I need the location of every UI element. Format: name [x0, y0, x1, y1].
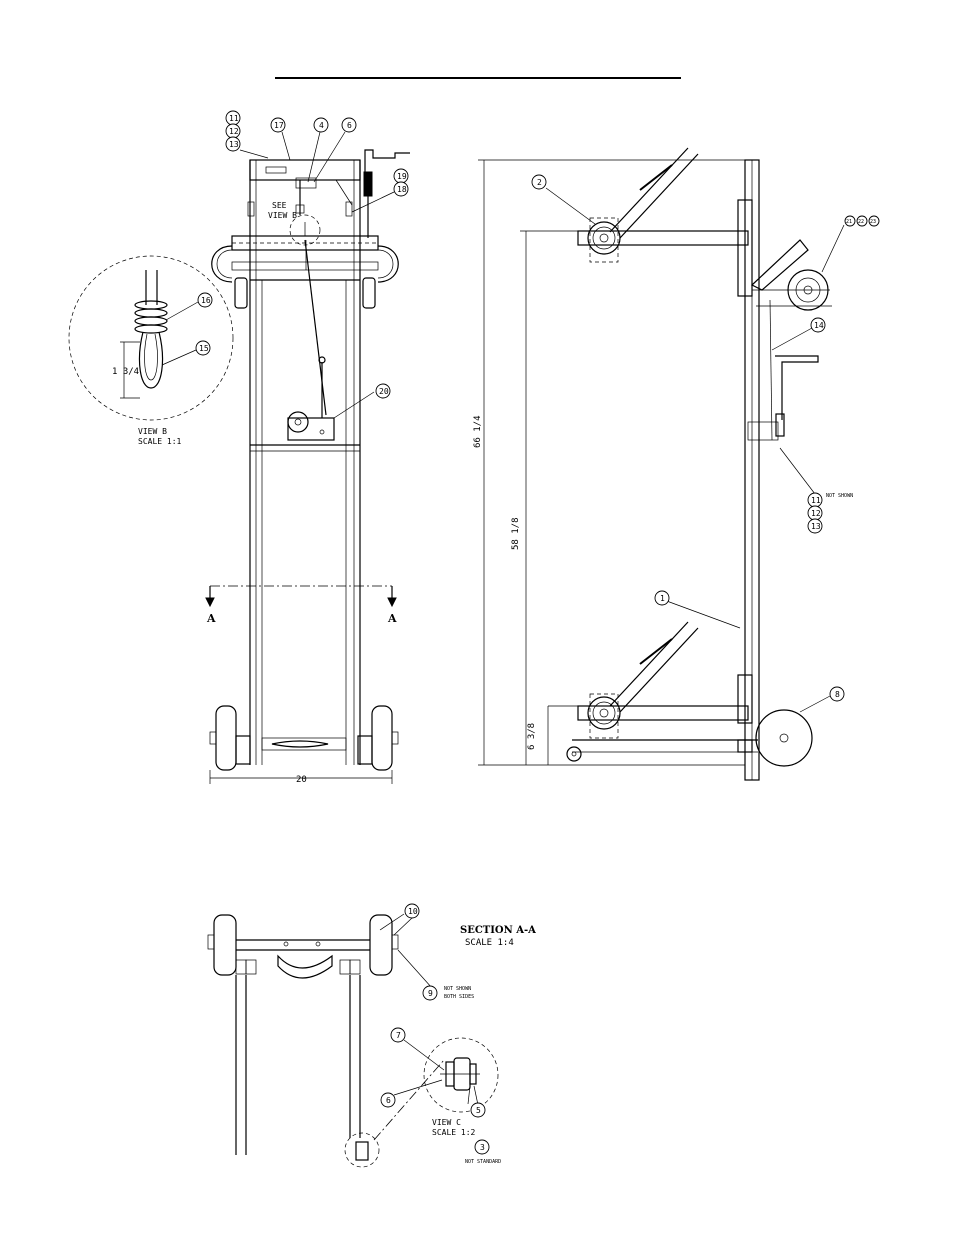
balloon-6-section-label: 6: [386, 1096, 391, 1105]
section-scale: SCALE 1:4: [465, 938, 514, 948]
balloon-14: [810, 317, 826, 333]
balloon-23-label: 23: [870, 219, 876, 225]
see-view-label: SEE: [272, 201, 287, 210]
balloon-17: [270, 117, 286, 133]
overall-height-dimension: 66 1/4: [473, 415, 483, 448]
balloon-7: [390, 1027, 406, 1043]
balloon-23: [868, 215, 880, 227]
side-view: 66 1/4 58 1/8 6 3/8 NOT SHOWN: [473, 147, 853, 781]
view-b-dimension: 1 3/4: [112, 367, 139, 377]
balloon-16: [197, 292, 213, 308]
balloon-11-top-label: 11: [229, 114, 239, 123]
balloon-15: [195, 340, 211, 356]
balloon-22-label: 22: [858, 219, 864, 225]
balloon-5: [470, 1102, 486, 1118]
balloon-18-label: 18: [397, 185, 407, 194]
see-view-label-2: VIEW B: [268, 211, 297, 220]
view-c-scale: SCALE 1:2: [432, 1128, 476, 1137]
lower-height-dimension: 6 3/8: [527, 723, 537, 750]
section-mark-right: A: [387, 612, 397, 625]
section-note-not-shown: NOT SHOWN: [444, 986, 471, 992]
balloon-6-top-label: 6: [347, 121, 352, 130]
balloon-6-section: [380, 1092, 396, 1108]
balloon-5-label: 5: [476, 1106, 481, 1115]
balloon-13-side-label: 13: [811, 522, 821, 531]
upper-height-dimension: 58 1/8: [511, 517, 521, 550]
balloon-20-label: 20: [379, 387, 389, 396]
balloon-3: [474, 1139, 490, 1155]
section-mark-left: A: [206, 612, 216, 625]
balloon-callouts: 11 12 13 17 4 6 19 18 16 15 20 2 21 22 2…: [161, 110, 880, 1155]
balloon-18: [393, 181, 409, 197]
balloon-15-label: 15: [199, 344, 209, 353]
front-width-dimension: 20: [296, 775, 307, 785]
balloon-1-label: 1: [660, 594, 665, 603]
balloon-8: [829, 686, 845, 702]
balloon-19-label: 19: [397, 172, 407, 181]
section-title: SECTION A-A: [460, 925, 536, 936]
balloon-13-side: [807, 518, 823, 534]
balloon-4: [313, 117, 329, 133]
view-c-title: VIEW C: [432, 1118, 461, 1127]
balloon-10: [404, 903, 420, 919]
balloon-9-label: 9: [428, 989, 433, 998]
section-note-both-sides: BOTH SIDES: [444, 994, 474, 1000]
balloon-16-label: 16: [201, 296, 211, 305]
side-note-not-shown: NOT SHOWN: [826, 493, 853, 499]
balloon-13-top-label: 13: [229, 140, 239, 149]
balloon-20: [375, 383, 391, 399]
balloon-12-top-label: 12: [229, 127, 239, 136]
balloon-6-top: [341, 117, 357, 133]
balloon-4-label: 4: [319, 121, 324, 130]
view-b-scale: SCALE 1:1: [138, 437, 182, 446]
balloon-3-label: 3: [480, 1143, 485, 1152]
view-b-detail: 1 3/4 VIEW B SCALE 1:1: [68, 255, 234, 446]
balloon-12-side-label: 12: [811, 509, 821, 518]
balloon-17-label: 17: [274, 121, 284, 130]
balloon-11-side-label: 11: [811, 496, 821, 505]
note-not-standard: NOT STANDARD: [465, 1159, 501, 1165]
balloon-9: [422, 985, 438, 1001]
balloon-8-label: 8: [835, 690, 840, 699]
balloon-2: [531, 174, 547, 190]
balloon-10-label: 10: [408, 907, 418, 916]
balloon-1: [654, 590, 670, 606]
balloon-7-label: 7: [396, 1031, 401, 1040]
view-b-title: VIEW B: [138, 427, 167, 436]
balloon-2-label: 2: [537, 178, 542, 187]
section-a-view: SECTION A-A SCALE 1:4 NOT SHOWN BOTH SID…: [207, 914, 536, 1168]
balloon-14-label: 14: [814, 321, 824, 330]
balloon-21-label: 21: [846, 219, 852, 225]
front-view: A A 20 SEE VIEW B: [205, 149, 410, 785]
balloon-21: [844, 215, 856, 227]
balloon-22: [856, 215, 868, 227]
balloon-13-top: [225, 136, 241, 152]
